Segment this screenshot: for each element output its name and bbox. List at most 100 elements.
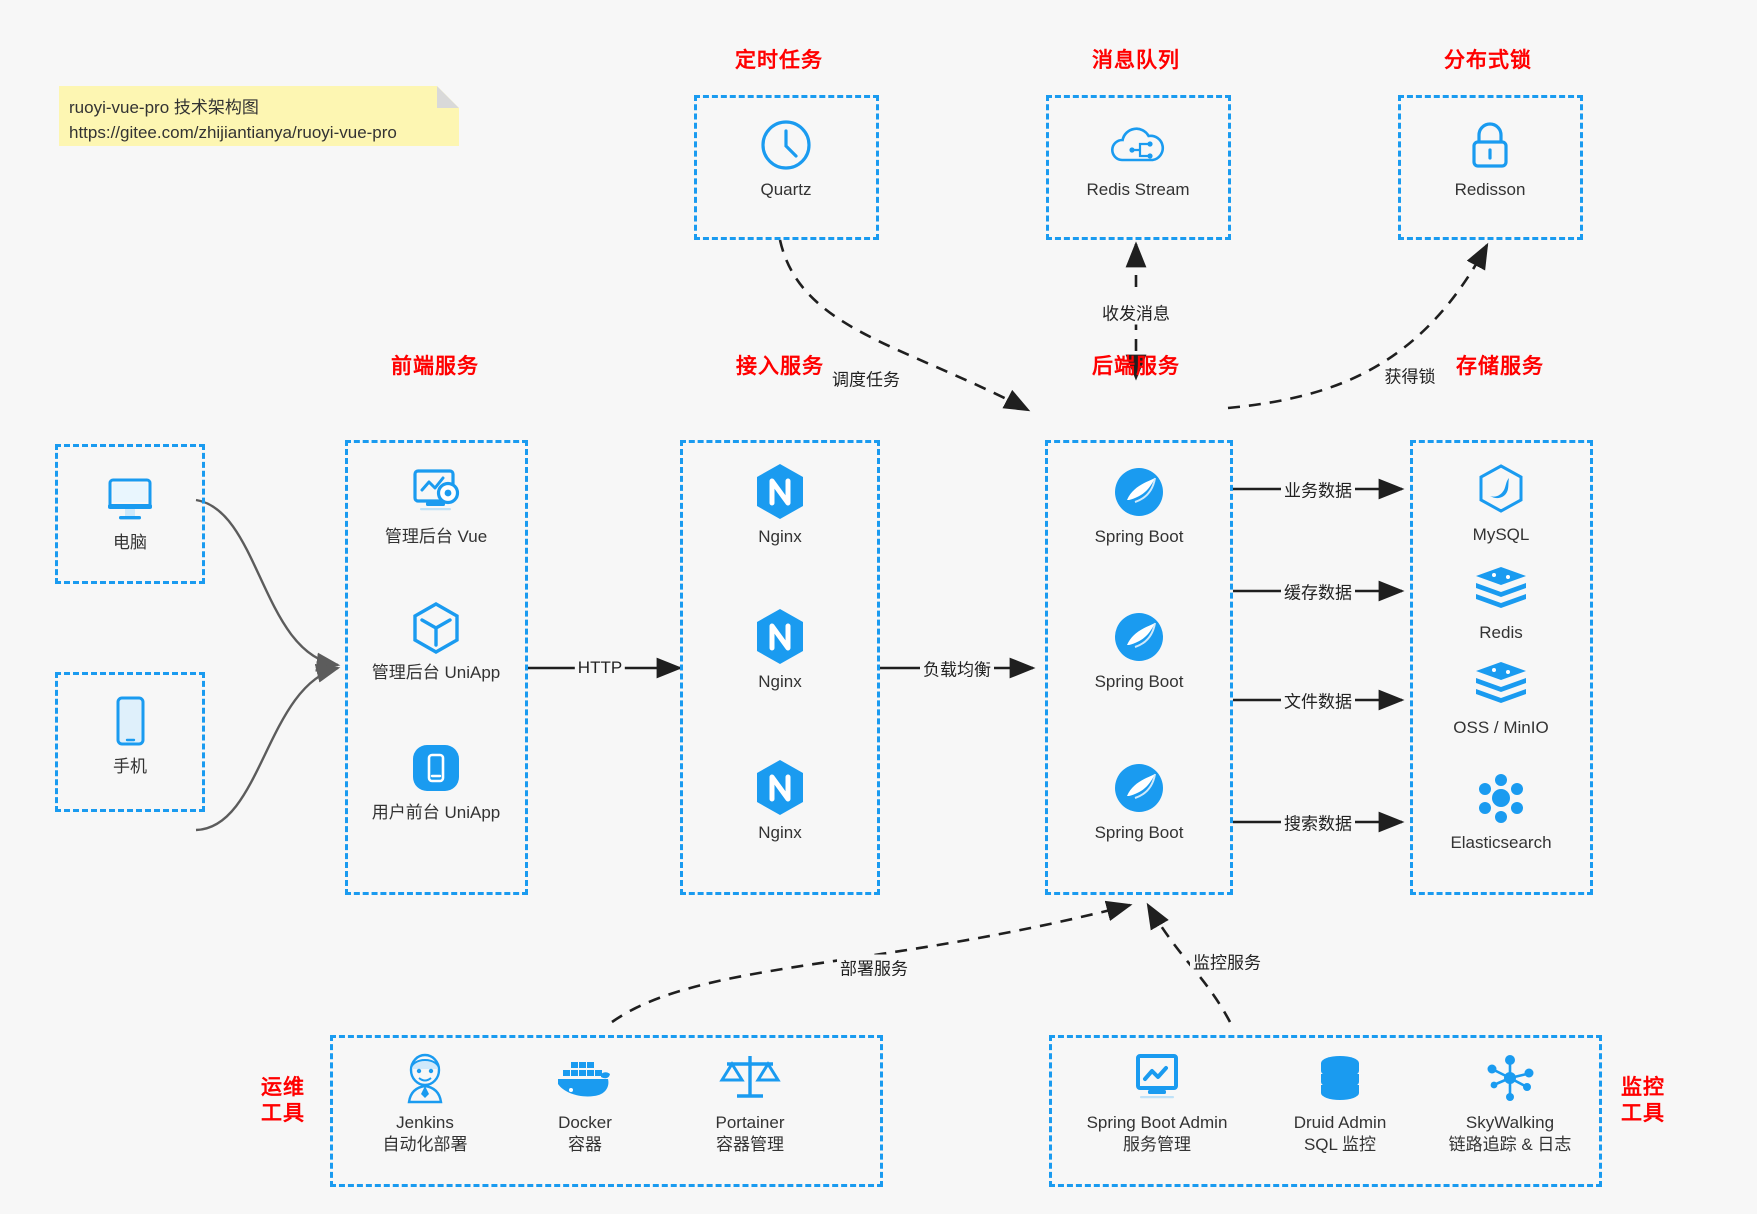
node-skywalking[interactable]: SkyWalking 链路追踪 & 日志 — [1425, 1050, 1595, 1156]
nginx-icon — [700, 464, 860, 520]
node-label: Nginx — [758, 527, 802, 546]
node-label: Redis — [1479, 623, 1523, 642]
group-title-scheduled-task: 定时任务 — [735, 49, 823, 72]
node-admin-uniapp[interactable]: 管理后台 UniApp — [356, 600, 516, 684]
node-nginx-1[interactable]: Nginx — [700, 464, 860, 548]
edge-label-load-balance: 负载均衡 — [920, 655, 994, 681]
note-line-2: https://gitee.com/zhijiantianya/ruoyi-vu… — [69, 122, 397, 142]
node-sublabel: 服务管理 — [1123, 1135, 1191, 1155]
spring-boot-icon — [1059, 464, 1219, 520]
dashboard-gear-icon — [356, 464, 516, 520]
node-mobile[interactable]: 手机 — [50, 694, 210, 778]
node-admin-vue[interactable]: 管理后台 Vue — [356, 464, 516, 548]
cube-icon — [356, 600, 516, 656]
edge-label-monitor-service: 监控服务 — [1190, 948, 1264, 974]
phone-app-icon — [356, 740, 516, 796]
node-label: 管理后台 UniApp — [371, 663, 501, 682]
scales-icon — [665, 1050, 835, 1106]
group-devops[interactable] — [330, 1035, 883, 1187]
group-frontend[interactable] — [345, 440, 528, 895]
node-spring-boot-admin[interactable]: Spring Boot Admin 服务管理 — [1062, 1050, 1252, 1156]
edge-label-cache-data: 缓存数据 — [1281, 578, 1355, 604]
monitor-chart-icon — [1062, 1050, 1252, 1106]
node-label: Spring Boot Admin — [1086, 1113, 1228, 1132]
group-title-gateway: 接入服务 — [736, 355, 824, 378]
group-scheduled-task[interactable] — [694, 95, 879, 240]
desktop-icon — [50, 470, 210, 526]
node-label: SkyWalking — [1465, 1113, 1555, 1132]
node-docker[interactable]: Docker 容器 — [500, 1050, 670, 1156]
group-message-queue[interactable] — [1046, 95, 1231, 240]
node-label: Druid Admin — [1293, 1113, 1387, 1132]
edge-label-search-data: 搜索数据 — [1281, 809, 1355, 835]
mobile-icon — [50, 694, 210, 750]
spring-boot-icon — [1059, 760, 1219, 816]
node-label: Spring Boot — [1094, 527, 1184, 546]
node-nginx-2[interactable]: Nginx — [700, 609, 860, 693]
group-title-frontend: 前端服务 — [391, 355, 479, 378]
node-redis-stream[interactable]: Redis Stream — [1058, 117, 1218, 201]
node-oss-minio[interactable]: OSS / MinIO — [1421, 655, 1581, 739]
node-spring-boot-3[interactable]: Spring Boot — [1059, 760, 1219, 844]
edge-label-schedule-task: 调度任务 — [829, 365, 903, 391]
node-label: Redis Stream — [1086, 180, 1190, 199]
node-sublabel: 链路追踪 & 日志 — [1448, 1135, 1572, 1155]
node-quartz[interactable]: Quartz — [706, 117, 866, 201]
node-label: MySQL — [1472, 525, 1530, 544]
nginx-icon — [700, 760, 860, 816]
group-backend[interactable] — [1045, 440, 1233, 895]
jenkins-icon — [340, 1050, 510, 1106]
node-label: Elasticsearch — [1450, 833, 1552, 852]
node-label: 电脑 — [113, 533, 147, 552]
node-portainer[interactable]: Portainer 容器管理 — [665, 1050, 835, 1156]
lock-icon — [1410, 117, 1570, 173]
clock-icon — [706, 117, 866, 173]
node-spring-boot-1[interactable]: Spring Boot — [1059, 464, 1219, 548]
group-title-devops: 运维 工具 — [248, 1075, 318, 1128]
node-label: Portainer — [715, 1113, 785, 1132]
group-distributed-lock[interactable] — [1398, 95, 1583, 240]
node-label: Nginx — [758, 672, 802, 691]
group-client-mobile[interactable] — [55, 672, 205, 812]
group-client-desktop[interactable] — [55, 444, 205, 584]
redis-icon — [1421, 560, 1581, 616]
node-nginx-3[interactable]: Nginx — [700, 760, 860, 844]
group-storage[interactable] — [1410, 440, 1593, 895]
diagram-note: ruoyi-vue-pro 技术架构图 https://gitee.com/zh… — [59, 86, 459, 146]
node-label: 手机 — [113, 757, 147, 776]
node-label: Redisson — [1454, 180, 1526, 199]
node-redisson[interactable]: Redisson — [1410, 117, 1570, 201]
group-title-devops-line1: 运维 — [261, 1076, 305, 1099]
group-monitoring[interactable] — [1049, 1035, 1602, 1187]
docker-icon — [500, 1050, 670, 1106]
node-jenkins[interactable]: Jenkins 自动化部署 — [340, 1050, 510, 1156]
node-sublabel: 自动化部署 — [382, 1135, 468, 1155]
node-label: Docker — [558, 1113, 612, 1132]
node-label: Spring Boot — [1094, 823, 1184, 842]
edge-label-http: HTTP — [574, 658, 626, 678]
group-title-storage: 存储服务 — [1456, 355, 1544, 378]
node-user-uniapp[interactable]: 用户前台 UniApp — [356, 740, 516, 824]
node-redis[interactable]: Redis — [1421, 560, 1581, 644]
node-sublabel: 容器管理 — [716, 1135, 784, 1155]
group-title-backend: 后端服务 — [1092, 355, 1180, 378]
note-line-1: ruoyi-vue-pro 技术架构图 — [69, 98, 259, 117]
node-desktop[interactable]: 电脑 — [50, 470, 210, 554]
node-sublabel: SQL 监控 — [1303, 1135, 1377, 1155]
node-label: 用户前台 UniApp — [371, 803, 501, 822]
node-spring-boot-2[interactable]: Spring Boot — [1059, 609, 1219, 693]
skywalking-icon — [1425, 1050, 1595, 1106]
node-label: Quartz — [760, 180, 812, 199]
spring-boot-icon — [1059, 609, 1219, 665]
group-title-monitoring-line1: 监控 — [1621, 1076, 1665, 1099]
group-title-message-queue: 消息队列 — [1092, 49, 1180, 72]
nginx-icon — [700, 609, 860, 665]
group-title-devops-line2: 工具 — [261, 1102, 305, 1126]
node-elasticsearch[interactable]: Elasticsearch — [1421, 770, 1581, 854]
edge-label-file-data: 文件数据 — [1281, 687, 1355, 713]
group-gateway[interactable] — [680, 440, 880, 895]
node-druid-admin[interactable]: Druid Admin SQL 监控 — [1255, 1050, 1425, 1156]
node-mysql[interactable]: MySQL — [1421, 462, 1581, 546]
node-sublabel: 容器 — [568, 1135, 602, 1155]
